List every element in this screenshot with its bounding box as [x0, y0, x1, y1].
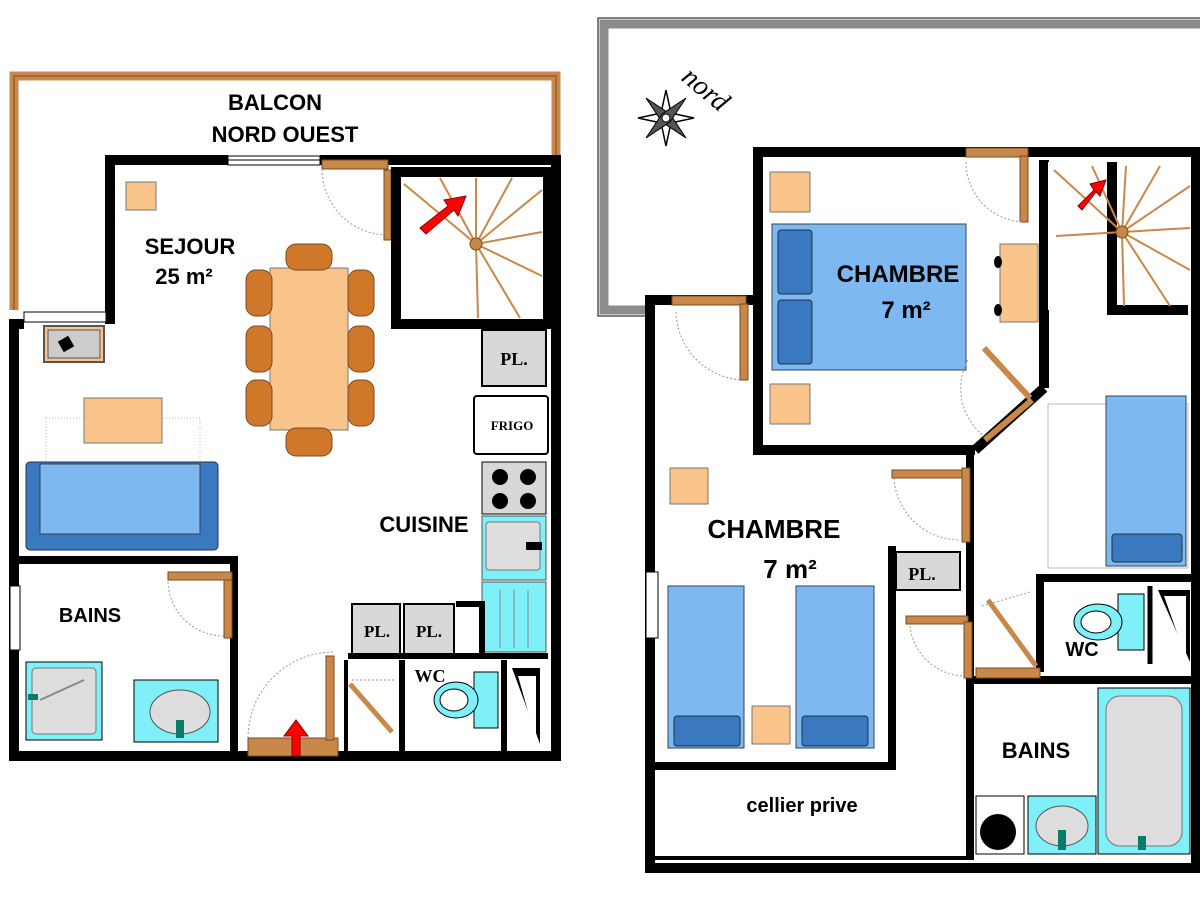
bathroom-right [654, 680, 1191, 860]
entrance-arrow-icon [283, 719, 309, 757]
side-table [125, 181, 157, 211]
coffee-table [83, 397, 163, 444]
bedroom-top [769, 147, 1039, 443]
label-frigo: FRIGO [491, 418, 534, 433]
right-floor-plan: nord [597, 17, 1200, 873]
stair-arrow-right-icon [1077, 179, 1107, 211]
terrace-border [599, 19, 1200, 315]
closet-pl-top [481, 329, 547, 387]
label-pl-left: PL. [364, 622, 390, 641]
label-sejour-area: 25 m² [155, 264, 212, 289]
label-pl-top: PL. [500, 349, 528, 369]
window-sejour [23, 311, 107, 323]
toilet-right [1073, 593, 1145, 651]
window-bains [9, 585, 21, 651]
label-pl-right-plan: PL. [908, 564, 936, 584]
label-chambre-bottom: CHAMBRE [708, 514, 841, 544]
chairs [245, 243, 375, 457]
staircase-right [1048, 162, 1191, 315]
toilet-left [433, 671, 499, 729]
dining-table [245, 243, 375, 457]
closet-pl-right-plan [895, 551, 961, 591]
closet-pl-left [351, 603, 401, 655]
stove [481, 461, 547, 515]
bathroom-sink-left [133, 679, 219, 743]
bathroom-door [167, 571, 233, 581]
door-arc [321, 168, 389, 236]
label-balcon: BALCON [228, 90, 322, 115]
closet-pl-right [403, 603, 455, 655]
staircase-left [391, 167, 553, 329]
label-chambre-top: CHAMBRE [837, 261, 960, 288]
label-wc-left: WC [415, 666, 446, 686]
label-wc-right: WC [1065, 639, 1098, 661]
label-pl-right: PL. [416, 622, 442, 641]
label-chambre-bottom-area: 7 m² [763, 554, 817, 584]
desk [999, 243, 1039, 323]
label-sejour: SEJOUR [145, 234, 236, 259]
window-chambre [645, 571, 659, 639]
label-chambre-top-area: 7 m² [881, 297, 930, 324]
bedroom-bottom [645, 295, 896, 770]
tv-icon [57, 335, 75, 353]
balcony-railing-edge [13, 75, 557, 310]
stair-arrow-icon [419, 195, 467, 235]
label-cellier: cellier prive [746, 795, 857, 817]
label-bains-left: BAINS [59, 605, 121, 627]
nightstand [751, 705, 791, 745]
left-floor-plan: BALCON NORD OUEST SEJOUR 25 m² CUISINE P… [9, 71, 561, 761]
label-cuisine: CUISINE [379, 512, 468, 537]
label-bains-right: BAINS [1002, 738, 1070, 763]
label-balcon-orientation: NORD OUEST [212, 122, 359, 147]
shower [25, 661, 103, 741]
label-nord: nord [676, 61, 736, 119]
compass-icon [637, 89, 695, 147]
fridge [473, 395, 549, 455]
balcony-door [321, 159, 389, 170]
